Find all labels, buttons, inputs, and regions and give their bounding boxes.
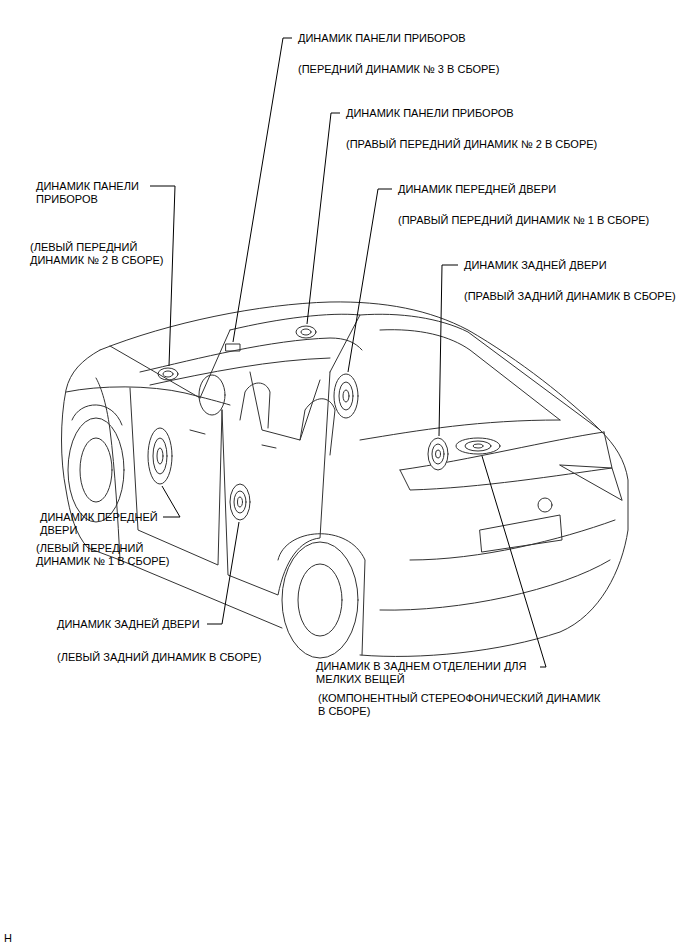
- text-line: (ПЕРЕДНИЙ ДИНАМИК № 3 В СБОРЕ): [298, 63, 499, 76]
- text-line: (ПРАВЫЙ ЗАДНИЙ ДИНАМИК В СБОРЕ): [464, 290, 676, 303]
- part-name: ДИНАМИК ПАНЕЛИ ПРИБОРОВ: [36, 180, 139, 206]
- car-body: [62, 350, 283, 628]
- seat: [240, 383, 270, 428]
- text-line: ДИНАМИК № 2 В СБОРЕ): [30, 254, 164, 267]
- text-line: (ЛЕВЫЙ ПЕРЕДНИЙ: [30, 241, 164, 254]
- front-wheel: [68, 418, 124, 522]
- emblem: [538, 498, 552, 512]
- part-number: (ПРАВЫЙ ПЕРЕДНИЙ ДИНАМИК № 1 В СБОРЕ): [398, 214, 649, 227]
- text-line: ДВЕРИ: [40, 524, 158, 537]
- text-line: ДИНАМИК ПАНЕЛИ ПРИБОРОВ: [298, 32, 466, 45]
- text-line: ДИНАМИК ПЕРЕДНЕЙ ДВЕРИ: [398, 183, 556, 196]
- text-line: (ПРАВЫЙ ПЕРЕДНИЙ ДИНАМИК № 2 В СБОРЕ): [346, 138, 597, 151]
- rear-wheel: [298, 564, 342, 636]
- leader-line: [307, 113, 340, 324]
- text-line: ДИНАМИК ПЕРЕДНЕЙ: [40, 511, 158, 524]
- part-name: ДИНАМИК В ЗАДНЕМ ОТДЕЛЕНИИ ДЛЯ МЕЛКИХ ВЕ…: [316, 660, 527, 686]
- leader-line: [150, 186, 175, 366]
- center-console: [250, 372, 320, 440]
- text-line: ДИНАМИК № 1 В СБОРЕ): [36, 555, 170, 568]
- leader-line: [439, 265, 458, 436]
- front-wheel: [80, 438, 112, 502]
- part-number: (ПРАВЫЙ ПЕРЕДНИЙ ДИНАМИК № 2 В СБОРЕ): [346, 138, 597, 151]
- text-line: ДИНАМИК В ЗАДНЕМ ОТДЕЛЕНИИ ДЛЯ: [316, 660, 527, 673]
- text-line: ДИНАМИК ЗАДНЕЙ ДВЕРИ: [464, 259, 607, 272]
- text-line: (ЛЕВЫЙ ПЕРЕДНИЙ: [36, 542, 170, 555]
- part-number: (ЛЕВЫЙ ЗАДНИЙ ДИНАМИК В СБОРЕ): [57, 651, 261, 664]
- rear-bumper: [380, 520, 615, 610]
- leader-line: [348, 189, 392, 372]
- text-line: ПРИБОРОВ: [36, 193, 139, 206]
- speaker: [226, 344, 240, 351]
- text-line: ДИНАМИК ПАНЕЛИ ПРИБОРОВ: [346, 107, 514, 120]
- windshield: [110, 346, 200, 398]
- rear-window: [380, 330, 560, 420]
- part-name: ДИНАМИК ЗАДНЕЙ ДВЕРИ: [57, 618, 200, 631]
- part-number: (КОМПОНЕНТНЫЙ СТЕРЕОФОНИЧЕСКИЙ ДИНАМИК В…: [318, 692, 600, 718]
- text-line: (КОМПОНЕНТНЫЙ СТЕРЕОФОНИЧЕСКИЙ ДИНАМИК: [318, 692, 600, 705]
- car-body: [66, 387, 230, 405]
- dashboard: [150, 358, 330, 385]
- part-number: (ЛЕВЫЙ ПЕРЕДНИЙ ДИНАМИК № 2 В СБОРЕ): [30, 241, 164, 267]
- speaker: [148, 428, 172, 484]
- text-line: H: [4, 932, 12, 945]
- text-line: (ПРАВЫЙ ПЕРЕДНИЙ ДИНАМИК № 1 В СБОРЕ): [398, 214, 649, 227]
- wheel-arch: [72, 405, 122, 425]
- leader-line: [482, 456, 546, 667]
- door-handle: [190, 430, 276, 448]
- speaker: [456, 438, 500, 454]
- text-line: В СБОРЕ): [318, 705, 600, 718]
- speaker: [428, 438, 448, 470]
- leader-line: [162, 486, 180, 517]
- part-name: ДИНАМИК ПЕРЕДНЕЙ ДВЕРИ: [40, 511, 158, 537]
- seat: [300, 399, 335, 455]
- part-name: ДИНАМИК ПАНЕЛИ ПРИБОРОВ: [298, 32, 466, 45]
- dashboard: [140, 338, 362, 372]
- text-line: ДИНАМИК ПАНЕЛИ: [36, 180, 139, 193]
- steering-wheel: [199, 375, 225, 415]
- text-line: МЕЛКИХ ВЕЩЕЙ: [316, 673, 527, 686]
- part-name: ДИНАМИК ПЕРЕДНЕЙ ДВЕРИ: [398, 183, 556, 196]
- speaker: [296, 326, 316, 338]
- part-number: (ЛЕВЫЙ ПЕРЕДНИЙ ДИНАМИК № 1 В СБОРЕ): [36, 542, 170, 568]
- trunk-lid: [400, 432, 604, 470]
- car-body: [100, 302, 628, 657]
- text-line: (ЛЕВЫЙ ЗАДНИЙ ДИНАМИК В СБОРЕ): [57, 651, 261, 664]
- tail-light: [560, 465, 622, 500]
- leader-line: [207, 522, 239, 624]
- part-name: ДИНАМИК ЗАДНЕЙ ДВЕРИ: [464, 259, 607, 272]
- part-number: (ПЕРЕДНИЙ ДИНАМИК № 3 В СБОРЕ): [298, 63, 499, 76]
- speaker: [230, 484, 250, 520]
- rear-wheel: [282, 542, 358, 658]
- wheel-arch: [278, 534, 365, 655]
- leader-line: [233, 38, 292, 342]
- rear-shelf: [360, 420, 560, 440]
- tail-light: [400, 432, 612, 490]
- text-line: ДИНАМИК ЗАДНЕЙ ДВЕРИ: [57, 618, 200, 631]
- rear-window: [360, 314, 600, 430]
- speaker: [334, 374, 358, 418]
- part-name: ДИНАМИК ПАНЕЛИ ПРИБОРОВ: [346, 107, 514, 120]
- license-area: [480, 515, 562, 552]
- rear-door: [222, 372, 330, 595]
- part-number: (ПРАВЫЙ ЗАДНИЙ ДИНАМИК В СБОРЕ): [464, 290, 676, 303]
- speaker: [158, 368, 178, 380]
- view-marker: H: [4, 932, 12, 945]
